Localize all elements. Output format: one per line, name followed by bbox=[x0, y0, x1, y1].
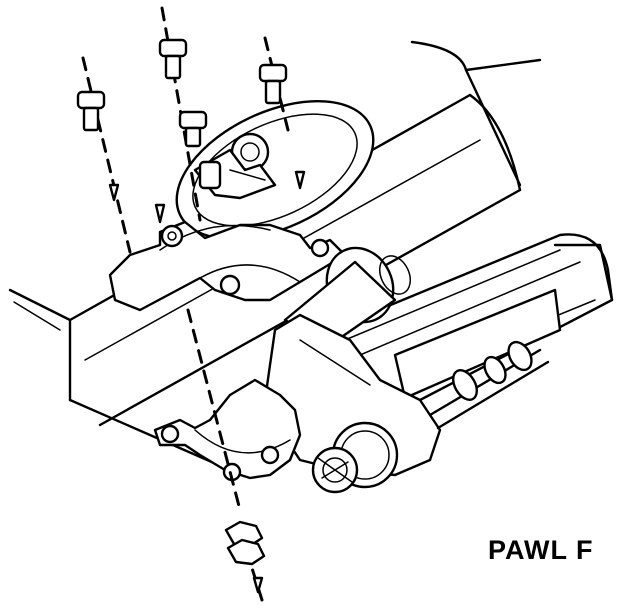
pinion-gear bbox=[311, 421, 399, 494]
direction-arrows bbox=[108, 170, 306, 594]
bolt-right bbox=[258, 63, 288, 105]
bolt-center bbox=[178, 110, 208, 148]
bolt-left bbox=[76, 90, 106, 132]
pinion-shaft bbox=[428, 340, 550, 430]
diagram-caption: PAWL F bbox=[488, 535, 594, 565]
starter-motor bbox=[263, 233, 614, 477]
bolt-top bbox=[158, 38, 188, 80]
lever-bracket bbox=[193, 148, 277, 200]
upper-clamp-half bbox=[108, 220, 347, 312]
mounting-flange bbox=[175, 100, 375, 240]
nut-stack bbox=[224, 520, 266, 566]
